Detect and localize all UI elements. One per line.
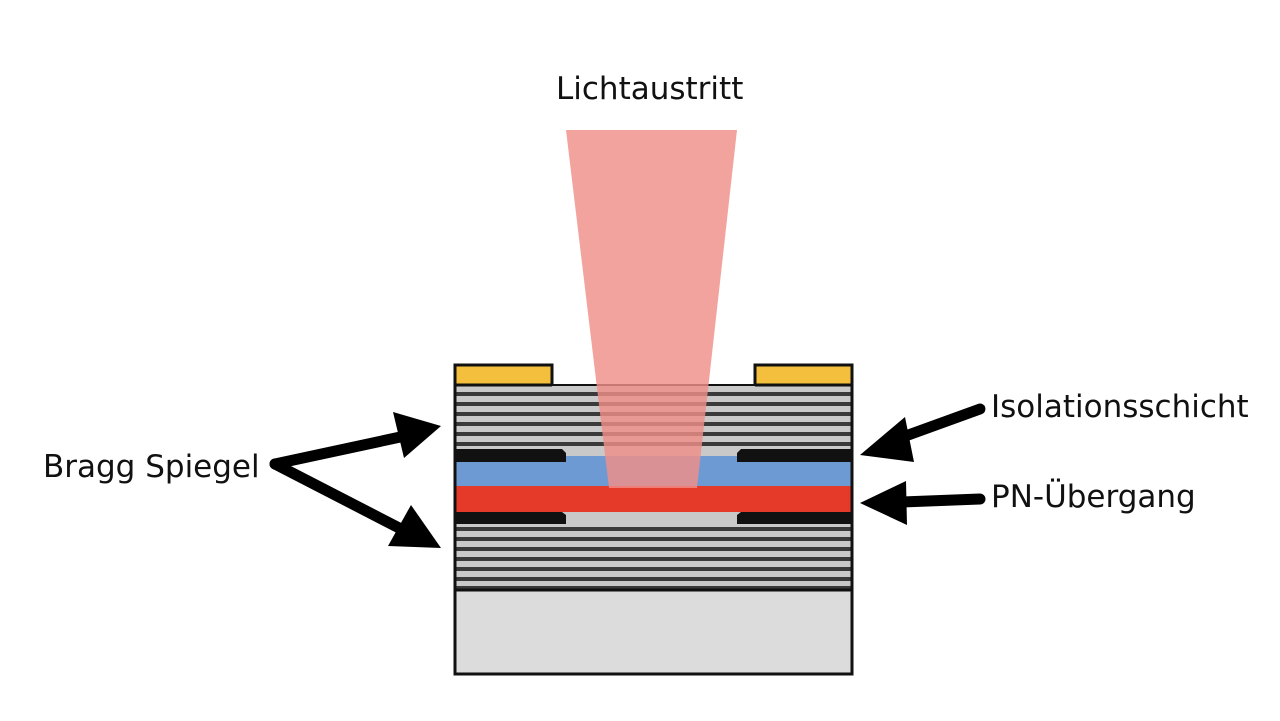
light-beam	[566, 130, 737, 488]
arrow-pn-junction	[860, 481, 986, 525]
device-outline	[453, 383, 854, 676]
pn-junction-layer	[455, 486, 852, 512]
pn-junction-label: PN-Übergang	[991, 479, 1196, 515]
insulation-layer	[455, 449, 852, 524]
arrow-bragg-bottom	[269, 458, 441, 548]
bottom-bragg-mirror	[455, 512, 852, 590]
insulation-layer-label: Isolationsschicht	[991, 389, 1249, 425]
top-contact-left	[453, 363, 554, 387]
top-contact-right	[753, 363, 854, 387]
bragg-mirror-label: Bragg Spiegel	[43, 449, 260, 485]
arrow-isolation	[860, 403, 986, 462]
light-output-label: Lichtaustritt	[556, 71, 744, 107]
arrow-bragg-top	[269, 412, 441, 470]
substrate	[455, 590, 852, 674]
